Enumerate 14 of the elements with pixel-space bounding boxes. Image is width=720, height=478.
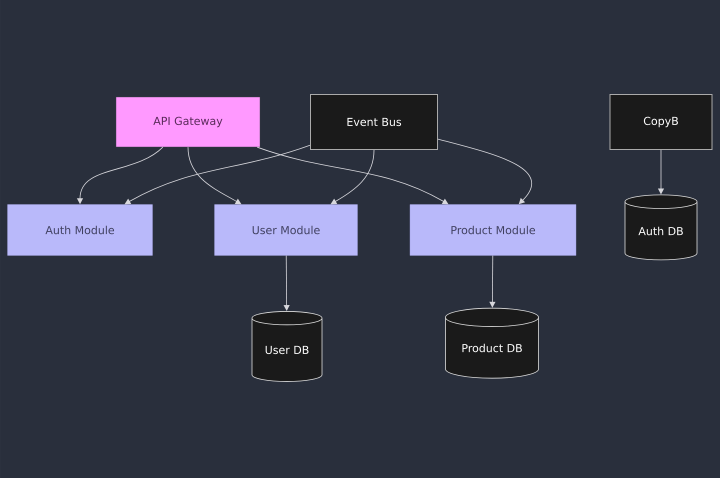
database-cylinder: Auth DB — [624, 194, 698, 260]
process-box: CopyB — [610, 94, 712, 150]
module-box: User Module — [214, 204, 358, 256]
arrow — [438, 138, 532, 204]
arrow — [330, 150, 374, 204]
arrow — [188, 146, 242, 204]
database-cylinder: Product DB — [445, 308, 539, 379]
module-box: Auth Module — [7, 204, 153, 256]
database-cylinder: User DB — [252, 311, 322, 382]
module-box: Product Module — [410, 204, 576, 256]
arrow — [124, 144, 310, 204]
process-box: Event Bus — [310, 94, 438, 150]
arrow — [256, 146, 448, 204]
gateway-box: API Gateway — [116, 96, 260, 148]
